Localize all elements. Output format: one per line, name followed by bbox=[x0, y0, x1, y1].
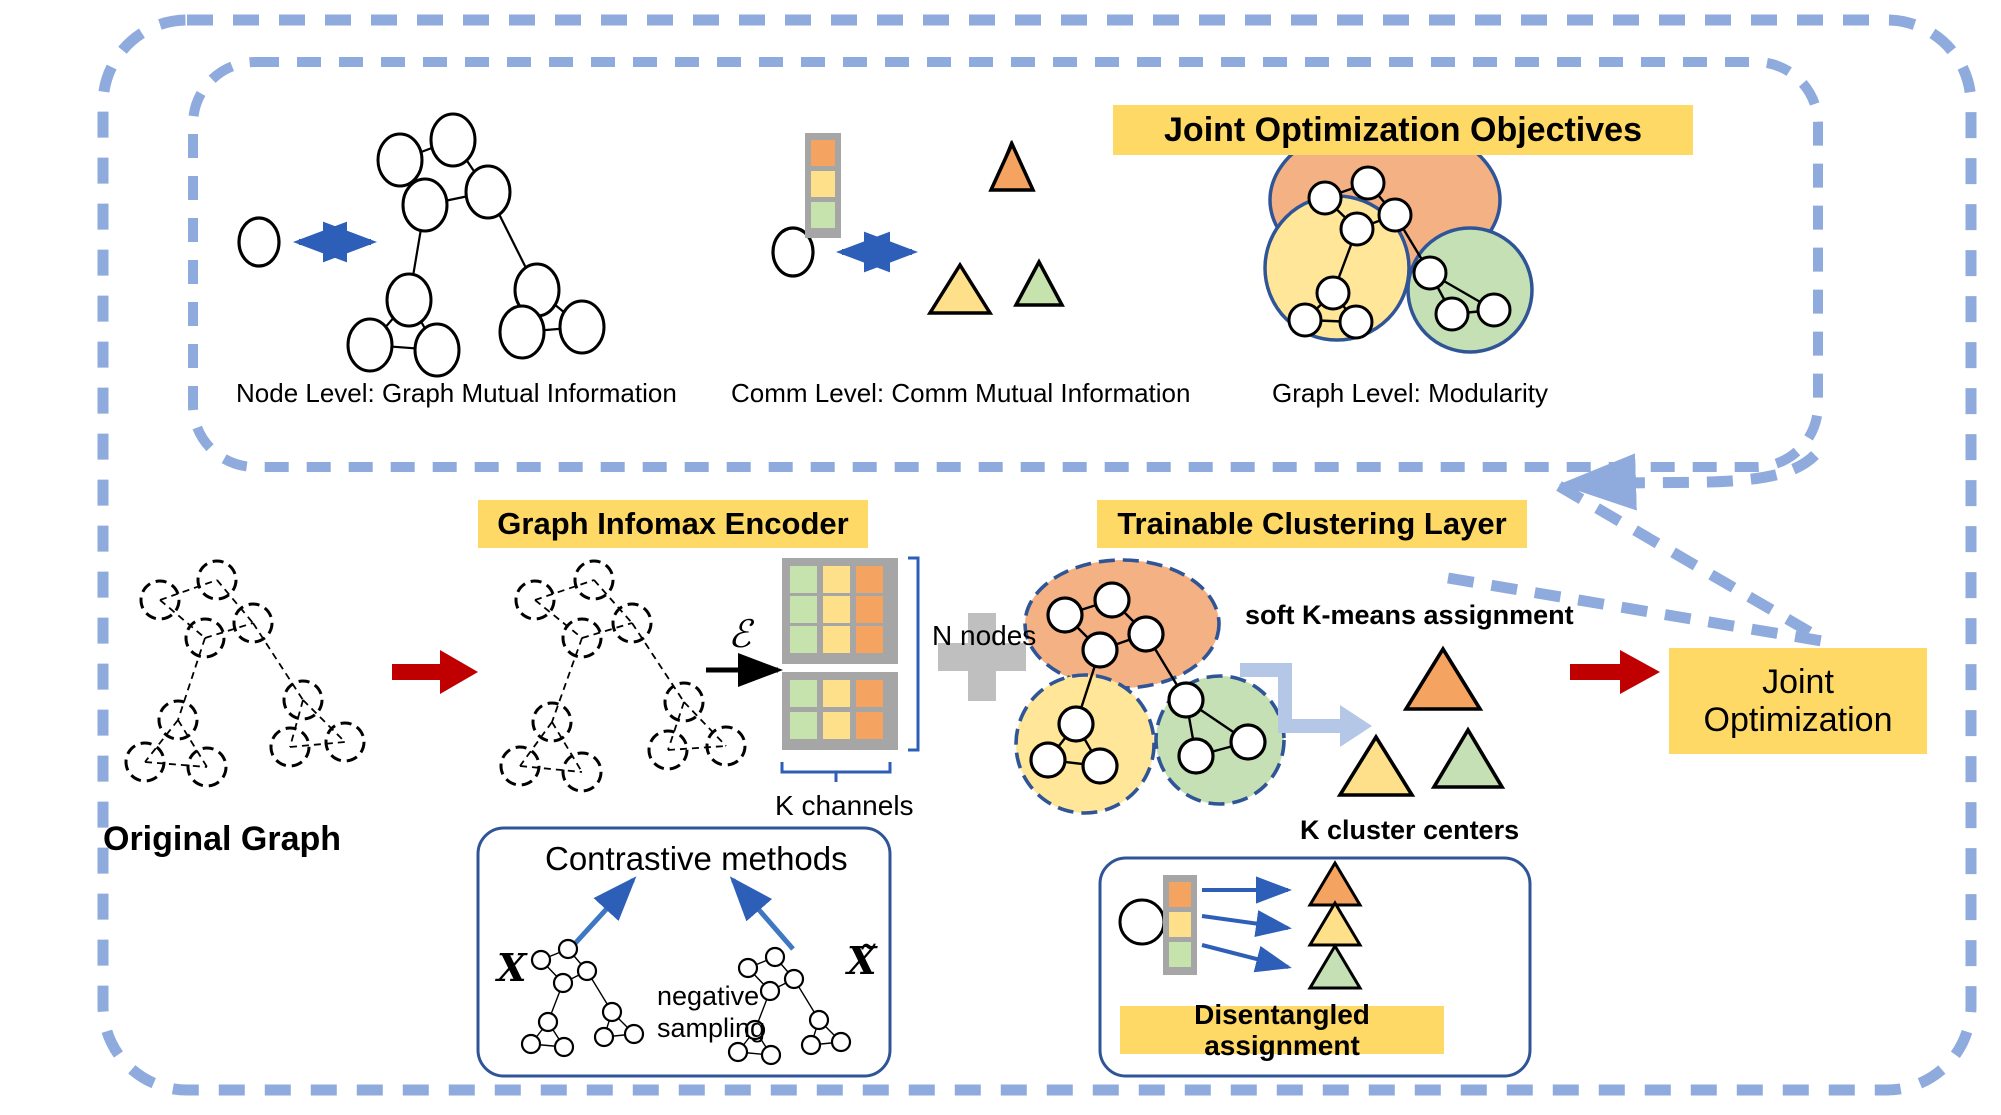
feature-matrix-top bbox=[782, 558, 898, 664]
disentangled-assignment-caption: Disentangled assignment bbox=[1120, 999, 1444, 1061]
disentangled-arrows bbox=[1201, 876, 1292, 973]
disentangled-assignment-vector bbox=[1163, 875, 1197, 975]
contrastive-x-tilde-symbol: 𝑿̃ bbox=[847, 938, 877, 983]
panel-to-output-connector-diag bbox=[1556, 481, 1823, 643]
n-nodes-label: N nodes bbox=[932, 620, 1037, 651]
k-channels-brace bbox=[780, 762, 892, 782]
encoder-graph-illustration bbox=[499, 559, 747, 793]
n-nodes-brace bbox=[908, 556, 920, 752]
objectives-heading: Joint Optimization Objectives bbox=[1113, 105, 1693, 155]
panel-to-output-connector-top bbox=[1559, 450, 1819, 511]
feature-matrix-bottom bbox=[782, 672, 898, 750]
red-arrow-input-to-encoder bbox=[392, 650, 478, 694]
joint-optimization-output-box: Joint Optimization bbox=[1669, 648, 1927, 754]
encoder-symbol-label: ℰ bbox=[728, 612, 752, 656]
negative-sampling-line2: sampling bbox=[657, 1013, 766, 1043]
contrastive-graph-x bbox=[520, 938, 645, 1058]
soft-assignment-step-arrow bbox=[1240, 663, 1372, 747]
node-level-caption: Node Level: Graph Mutual Information bbox=[236, 378, 677, 408]
contrastive-graph-x-tilde bbox=[727, 946, 852, 1066]
disentangled-triangles bbox=[1307, 860, 1363, 990]
k-cluster-centers-label: K cluster centers bbox=[1300, 815, 1520, 845]
graph-level-modularity-illustration bbox=[1263, 120, 1534, 354]
original-graph-illustration bbox=[124, 559, 366, 788]
graph-level-caption: Graph Level: Modularity bbox=[1272, 378, 1549, 408]
comm-level-illustration bbox=[771, 133, 1065, 315]
objectives-panel-frame bbox=[188, 57, 1823, 472]
joint-optimization-line1: Joint bbox=[1762, 662, 1834, 701]
joint-optimization-line2: Optimization bbox=[1703, 701, 1893, 739]
negative-sampling-line1: negative bbox=[657, 981, 760, 1011]
plus-symbol-icon bbox=[938, 613, 1026, 701]
cluster-center-triangles bbox=[1336, 645, 1506, 797]
contrastive-arrows bbox=[568, 876, 795, 951]
soft-assignment-label: soft K-means assignment bbox=[1245, 600, 1574, 630]
contrastive-x-symbol: 𝑿 bbox=[497, 945, 527, 990]
outer-dashed-frame bbox=[97, 14, 1977, 1096]
clustering-to-output-connector bbox=[1447, 572, 1823, 647]
comm-level-caption: Comm Level: Comm Mutual Information bbox=[731, 378, 1191, 408]
contrastive-methods-box bbox=[476, 826, 892, 1078]
clustering-heading: Trainable Clustering Layer bbox=[1097, 500, 1527, 548]
contrastive-methods-title: Contrastive methods bbox=[545, 840, 848, 877]
k-channels-label: K channels bbox=[775, 790, 914, 821]
disentangled-node-icon bbox=[1118, 898, 1166, 946]
original-graph-label: Original Graph bbox=[103, 820, 342, 858]
red-arrow-to-output bbox=[1570, 650, 1660, 694]
clustering-graph-illustration bbox=[1014, 558, 1286, 815]
node-level-illustration bbox=[237, 112, 606, 378]
encoder-heading: Graph Infomax Encoder bbox=[478, 500, 868, 548]
